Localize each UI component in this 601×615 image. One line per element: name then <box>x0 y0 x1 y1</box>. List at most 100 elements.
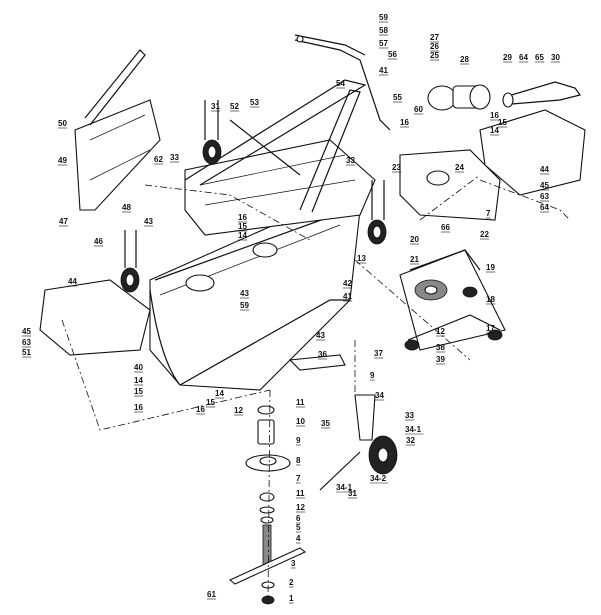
part-label: 8 <box>296 456 301 465</box>
part-label: 6 <box>296 514 301 523</box>
part-label: 54 <box>336 79 345 88</box>
part-label: 9 <box>296 436 301 445</box>
part-label: 33 <box>170 153 179 162</box>
part-label: 5 <box>296 523 301 532</box>
part-label: 15 <box>238 222 247 231</box>
part-label: 13 <box>357 254 366 263</box>
part-label: 45 <box>540 181 549 190</box>
part-label: 63 <box>540 192 549 201</box>
part-label: 44 <box>68 277 77 286</box>
part-label: 29 <box>503 53 512 62</box>
part-label: 22 <box>480 230 489 239</box>
part-label: 32 <box>406 436 415 445</box>
part-label: 19 <box>486 263 495 272</box>
part-label: 16 <box>196 405 205 414</box>
part-label: 1 <box>289 594 294 603</box>
part-label: 24 <box>455 163 464 172</box>
part-label: 49 <box>58 156 67 165</box>
part-label: 11 <box>296 398 305 407</box>
part-label: 62 <box>154 155 163 164</box>
part-label: 37 <box>374 349 383 358</box>
part-label: 30 <box>551 53 560 62</box>
part-label: 39 <box>436 355 445 364</box>
part-label: 36 <box>318 350 327 359</box>
part-label: 64 <box>519 53 528 62</box>
part-label: 12 <box>296 503 305 512</box>
part-label: 60 <box>414 105 423 114</box>
part-label: 14 <box>490 126 499 135</box>
part-label: 58 <box>379 26 388 35</box>
part-label: 34-1 <box>405 425 422 434</box>
part-label: 7 <box>486 209 491 218</box>
part-label: 17 <box>486 324 495 333</box>
belt-shield <box>74 49 161 211</box>
gearbox-bracket <box>399 149 501 221</box>
part-label: 57 <box>379 39 388 48</box>
part-label: 43 <box>240 289 249 298</box>
part-label: 34-1 <box>336 483 353 492</box>
part-label: 7 <box>296 474 301 483</box>
part-label: 15 <box>206 398 215 407</box>
part-label: 42 <box>343 279 352 288</box>
part-label: 48 <box>122 203 131 212</box>
part-label: 61 <box>207 590 216 599</box>
part-label: 64 <box>540 203 549 212</box>
part-label: 41 <box>343 292 352 301</box>
part-label: 63 <box>22 338 31 347</box>
part-label: 12 <box>436 327 445 336</box>
right-side-plate <box>479 109 586 196</box>
part-label: 65 <box>535 53 544 62</box>
part-label: 3 <box>291 559 296 568</box>
part-label: 53 <box>250 98 259 107</box>
part-label: 20 <box>410 235 419 244</box>
part-label: 55 <box>393 93 402 102</box>
part-label: 34 <box>375 391 384 400</box>
part-label: 43 <box>144 217 153 226</box>
assembly-lines <box>61 174 571 601</box>
idler-arm-assembly <box>288 354 398 491</box>
part-label: 33 <box>405 411 414 420</box>
pulley-belt-assembly <box>399 249 506 351</box>
part-label: 40 <box>134 363 143 372</box>
part-label: 16 <box>238 213 247 222</box>
part-label: 28 <box>460 55 469 64</box>
part-label: 15 <box>134 387 143 396</box>
part-label: 25 <box>430 51 439 60</box>
part-label: 45 <box>22 327 31 336</box>
part-label: 56 <box>388 50 397 59</box>
part-label: 21 <box>410 255 419 264</box>
part-label: 52 <box>230 102 239 111</box>
part-label: 46 <box>94 237 103 246</box>
part-label: 38 <box>436 343 445 352</box>
part-label: 26 <box>430 42 439 51</box>
part-label: 15 <box>498 118 507 127</box>
part-label: 35 <box>321 419 330 428</box>
part-label: 51 <box>22 348 31 357</box>
part-label: 31 <box>348 489 357 498</box>
part-label: 16 <box>134 403 143 412</box>
part-label: 2 <box>289 578 294 587</box>
part-label: 59 <box>240 301 249 310</box>
part-label: 43 <box>316 331 325 340</box>
part-label: 33 <box>346 156 355 165</box>
part-label: 16 <box>490 111 499 120</box>
part-label: 23 <box>392 163 401 172</box>
part-label: 27 <box>430 33 439 42</box>
part-label: 18 <box>486 295 495 304</box>
part-label: 16 <box>400 118 409 127</box>
part-label: 4 <box>296 534 301 543</box>
part-label: 12 <box>234 406 243 415</box>
part-label: 47 <box>59 217 68 226</box>
part-label: 59 <box>379 13 388 22</box>
part-label: 9 <box>370 371 375 380</box>
part-label: 66 <box>441 223 450 232</box>
spindle-stack <box>228 405 307 605</box>
caster-wheels <box>120 100 387 293</box>
part-label: 14 <box>134 376 143 385</box>
part-label: 31 <box>211 102 220 111</box>
part-label: 50 <box>58 119 67 128</box>
gearbox-assembly <box>427 81 582 111</box>
part-label: 14 <box>238 231 247 240</box>
